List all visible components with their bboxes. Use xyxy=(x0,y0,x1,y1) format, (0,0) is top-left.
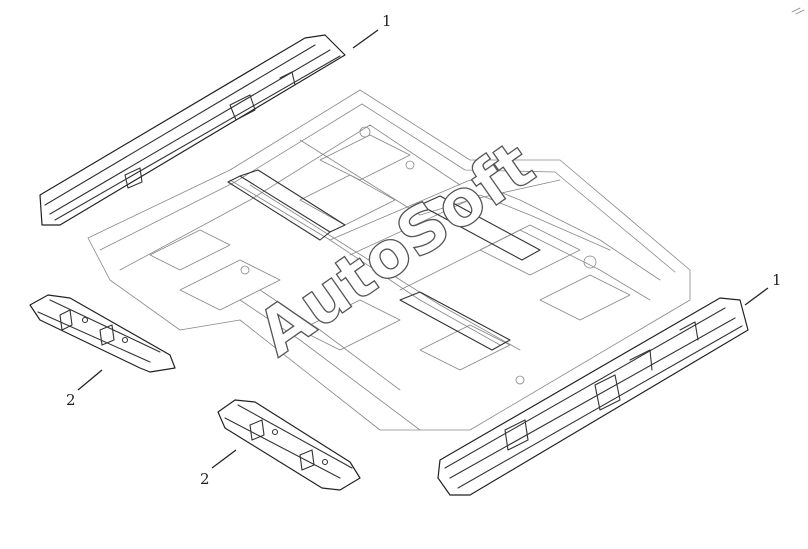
part-1-left-sill-rail xyxy=(39,34,346,226)
part-1-right-sill-rail xyxy=(437,297,749,496)
callout-label-1b: 1 xyxy=(772,271,782,289)
corner-mark xyxy=(791,7,805,15)
floor-pan-assembly xyxy=(87,89,691,431)
callout-leader-1a xyxy=(352,29,379,49)
callout-label-2b: 2 xyxy=(200,470,210,488)
part-2-lower-cross-member xyxy=(217,399,361,491)
callout-leader-2b xyxy=(211,449,237,469)
callout-label-1a: 1 xyxy=(382,12,392,30)
part-2-left-cross-member xyxy=(29,294,176,373)
callout-leader-2a xyxy=(77,369,103,391)
callout-leader-1b xyxy=(744,287,769,306)
callout-label-2a: 2 xyxy=(66,391,76,409)
